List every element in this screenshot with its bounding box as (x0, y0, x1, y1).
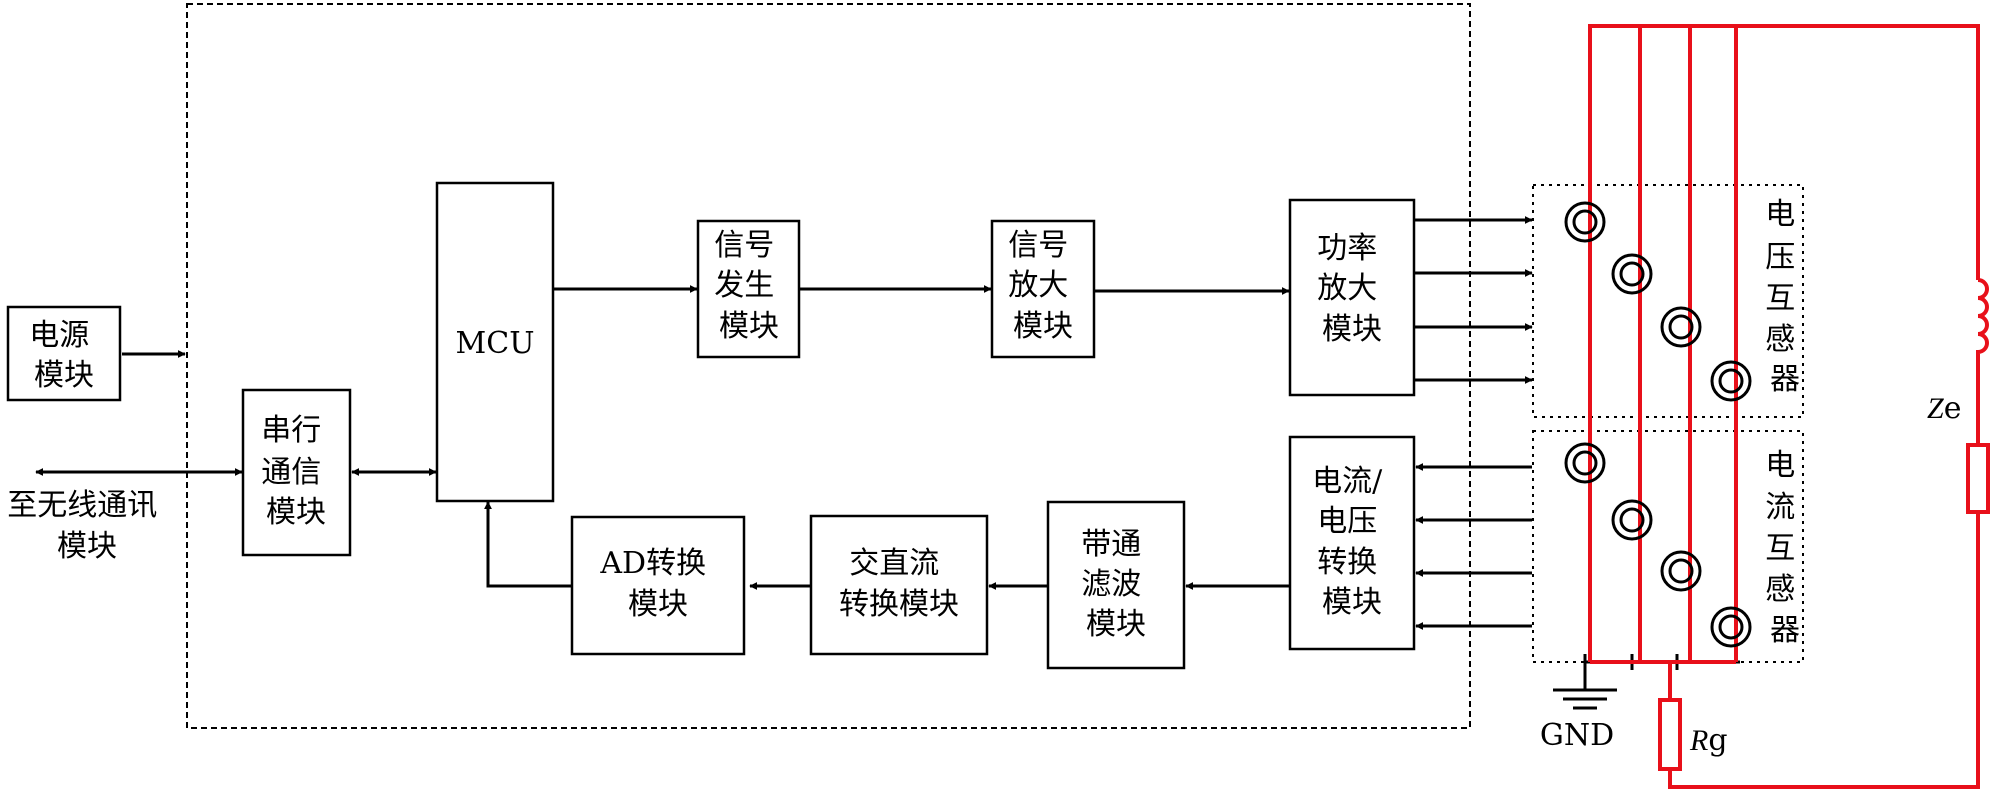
ct-label: 电 流 互 感 器 (1765, 448, 1805, 648)
vt-coil-4 (1710, 360, 1752, 402)
mcu-label: MCU (456, 326, 535, 361)
ct-coil-2 (1611, 499, 1653, 541)
acdc-box (809, 514, 989, 656)
measured-circuit (1588, 24, 1990, 789)
gnd-label: GND (1540, 718, 1614, 753)
vt-coil-3 (1660, 306, 1702, 348)
power-module-label: 电源 模块 (29, 318, 99, 393)
signal-gen-label: 信号 发生 模块 (714, 228, 784, 344)
ct-coil-4 (1710, 606, 1752, 648)
signal-gen-box (696, 219, 801, 359)
rg-label: Rg (1689, 723, 1728, 758)
iv-conv-box (1288, 435, 1416, 651)
power-amp-label: 功率 放大 模块 (1317, 231, 1387, 347)
power-amp-box (1288, 198, 1416, 397)
signal-amp-box (990, 219, 1096, 359)
wireless-module-label: 至无线通讯 模块 (7, 488, 167, 564)
mcu-box (435, 181, 555, 503)
vt-enclosure (1532, 184, 1804, 418)
vt-coil-1 (1564, 201, 1606, 243)
ct-coil-1 (1564, 442, 1606, 484)
acdc-label: 交直流 转换模块 (839, 546, 959, 622)
ze-resistor (1966, 443, 1990, 514)
ct-enclosure (1532, 430, 1804, 663)
inductor-symbol (1976, 278, 1989, 445)
ct-coil-3 (1660, 550, 1702, 592)
serial-comm-label: 串行 通信 模块 (261, 413, 331, 530)
red-return-wire (1668, 512, 1980, 789)
vt-coil-2 (1611, 253, 1653, 295)
ad-conv-box (570, 515, 746, 656)
ze-label: Ze (1927, 391, 1961, 426)
iv-conv-label: 电流/ 电压 转换 模块 (1312, 464, 1392, 620)
serial-comm-box (241, 388, 352, 557)
vt-label: 电 压 互 感 器 (1765, 197, 1805, 397)
signal-amp-label: 信号 放大 模块 (1008, 228, 1078, 344)
red-conductor-1 (1588, 24, 1980, 662)
ad-conv-label: AD转换 模块 (599, 546, 715, 622)
device-enclosure (186, 3, 1471, 729)
bandpass-label: 带通 滤波 模块 (1081, 527, 1151, 642)
bandpass-box (1046, 500, 1186, 670)
power-module-box (6, 305, 122, 402)
rg-resistor (1658, 698, 1682, 771)
ad-mcu-arrow (484, 501, 571, 588)
